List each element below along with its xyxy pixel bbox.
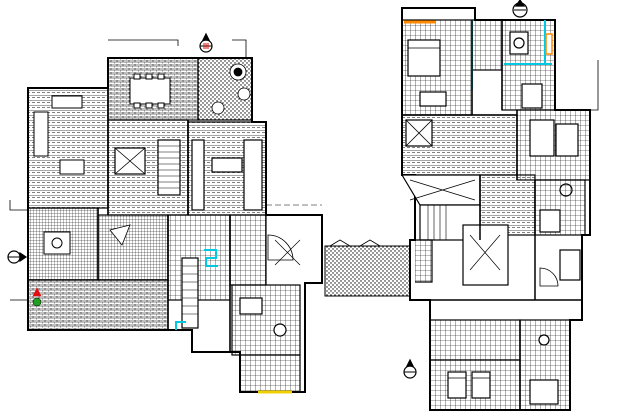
section-marker-icon (403, 358, 417, 379)
room-dressing (471, 19, 503, 71)
bed-icon (447, 371, 467, 399)
desk-icon (43, 231, 71, 255)
left-floor-plan (7, 32, 323, 394)
sofa-icon (33, 95, 85, 175)
cyan-fixture-icon (204, 249, 218, 267)
room-courtyard (97, 214, 169, 281)
dining-table-icon (129, 73, 171, 109)
room-terrace (27, 279, 169, 331)
bed-icon (407, 39, 441, 77)
room-bedroom-2 (429, 319, 521, 361)
staircase (157, 139, 181, 196)
room-balcony (239, 354, 301, 393)
door-swing-icon (539, 267, 559, 287)
room-garden-strip (324, 245, 411, 297)
section-marker-icon (199, 32, 213, 53)
door-swing-icon (267, 234, 294, 261)
room-bath (231, 284, 301, 356)
kitchen-island (211, 157, 243, 173)
plant-icon (211, 63, 251, 115)
kitchen-counter (191, 139, 205, 211)
north-arrow-icon (512, 0, 528, 18)
section-marker-icon (7, 250, 28, 264)
right-floor-plan (400, 0, 599, 411)
room-wet-area (167, 214, 231, 301)
bed-icon (471, 371, 491, 399)
